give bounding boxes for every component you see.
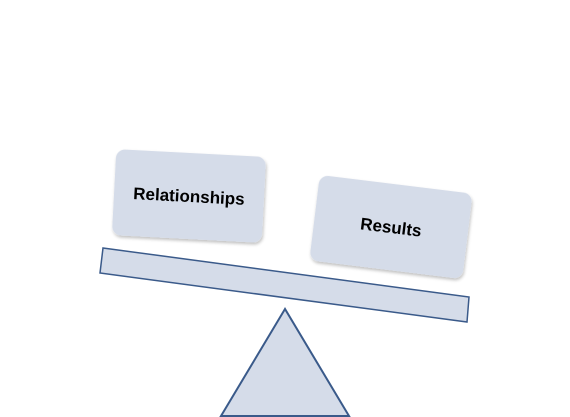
balance-beam [99,247,470,323]
relationships-box-shape [112,149,266,243]
fulcrum-triangle [219,307,351,417]
results-box-shape [310,175,472,279]
results-box: Results [310,175,472,279]
relationships-box: Relationships [112,149,266,243]
